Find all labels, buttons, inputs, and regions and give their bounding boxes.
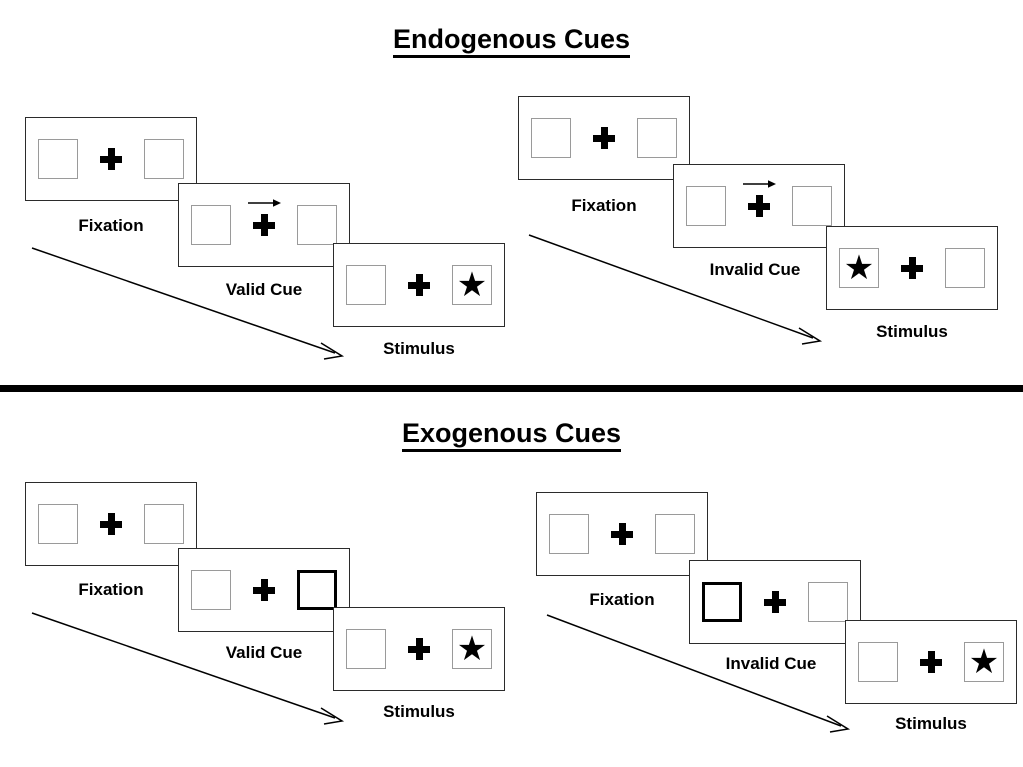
box-left (346, 265, 386, 305)
label-exogenous-valid-stimulus: Stimulus (383, 702, 455, 721)
star-target-icon: ★ (968, 643, 1000, 681)
frame-exogenous-valid-fixation (25, 482, 197, 566)
box-left (531, 118, 571, 158)
box-right (637, 118, 677, 158)
label-exogenous-invalid-fixation: Fixation (589, 590, 655, 609)
box-left (191, 205, 231, 245)
frame-endogenous-invalid-cue (673, 164, 845, 248)
box-left (346, 629, 386, 669)
label-endogenous-valid-stimulus: Stimulus (383, 339, 455, 358)
rightward-arrow-cue-icon (743, 180, 776, 188)
box-left (38, 504, 78, 544)
rightward-arrow-cue-icon (248, 199, 281, 207)
label-endogenous-invalid-fixation: Fixation (571, 196, 637, 215)
fixation-cross-icon (100, 148, 122, 170)
central-cue-group (248, 199, 281, 236)
section-title-exogenous: Exogenous Cues (0, 418, 1023, 452)
box-right (945, 248, 985, 288)
fixation-cross-icon (764, 591, 786, 613)
box-right (297, 205, 337, 245)
frame-exogenous-valid-stimulus: ★ (333, 607, 505, 691)
fixation-cross-icon (920, 651, 942, 673)
frame-endogenous-invalid-fixation (518, 96, 690, 180)
frame-endogenous-invalid-stimulus: ★ (826, 226, 998, 310)
fixation-cross-icon (593, 127, 615, 149)
section-title-endogenous-text: Endogenous Cues (392, 24, 630, 58)
label-exogenous-invalid-cue: Invalid Cue (725, 654, 817, 673)
box-right (792, 186, 832, 226)
box-right (144, 139, 184, 179)
fixation-cross-icon (253, 214, 275, 236)
central-cue-group (743, 180, 776, 217)
time-progression-arrow-exogenous-valid (31, 612, 345, 725)
fixation-cross-icon (408, 274, 430, 296)
fixation-cross-icon (408, 638, 430, 660)
box-left (191, 570, 231, 610)
frame-endogenous-valid-stimulus: ★ (333, 243, 505, 327)
box-left (38, 139, 78, 179)
time-progression-arrow-exogenous-invalid (546, 614, 851, 733)
fixation-cross-icon (748, 195, 770, 217)
box-right (144, 504, 184, 544)
box-left (549, 514, 589, 554)
box-left-target: ★ (839, 248, 879, 288)
label-endogenous-valid-fixation: Fixation (78, 216, 144, 235)
section-title-exogenous-text: Exogenous Cues (401, 418, 622, 452)
star-target-icon: ★ (456, 630, 488, 668)
frame-endogenous-valid-cue (178, 183, 350, 267)
label-exogenous-valid-fixation: Fixation (78, 580, 144, 599)
section-title-endogenous: Endogenous Cues (0, 24, 1023, 58)
frame-exogenous-invalid-stimulus: ★ (845, 620, 1017, 704)
label-endogenous-invalid-stimulus: Stimulus (876, 322, 948, 341)
box-left (858, 642, 898, 682)
fixation-cross-icon (611, 523, 633, 545)
box-right-cued (297, 570, 337, 610)
time-progression-arrow-endogenous-invalid (528, 234, 823, 345)
frame-endogenous-valid-fixation (25, 117, 197, 201)
box-right-target: ★ (964, 642, 1004, 682)
label-endogenous-invalid-cue: Invalid Cue (709, 260, 801, 279)
box-left (686, 186, 726, 226)
fixation-cross-icon (253, 579, 275, 601)
frame-exogenous-valid-cue (178, 548, 350, 632)
fixation-cross-icon (901, 257, 923, 279)
fixation-cross-icon (100, 513, 122, 535)
box-right-target: ★ (452, 265, 492, 305)
box-right (808, 582, 848, 622)
label-exogenous-invalid-stimulus: Stimulus (895, 714, 967, 733)
star-target-icon: ★ (843, 249, 875, 287)
box-left-cued (702, 582, 742, 622)
label-endogenous-valid-cue: Valid Cue (225, 280, 303, 299)
label-exogenous-valid-cue: Valid Cue (225, 643, 303, 662)
frame-exogenous-invalid-cue (689, 560, 861, 644)
box-right-target: ★ (452, 629, 492, 669)
box-right (655, 514, 695, 554)
time-progression-arrow-endogenous-valid (31, 247, 345, 360)
star-target-icon: ★ (456, 266, 488, 304)
frame-exogenous-invalid-fixation (536, 492, 708, 576)
section-divider (0, 385, 1023, 392)
